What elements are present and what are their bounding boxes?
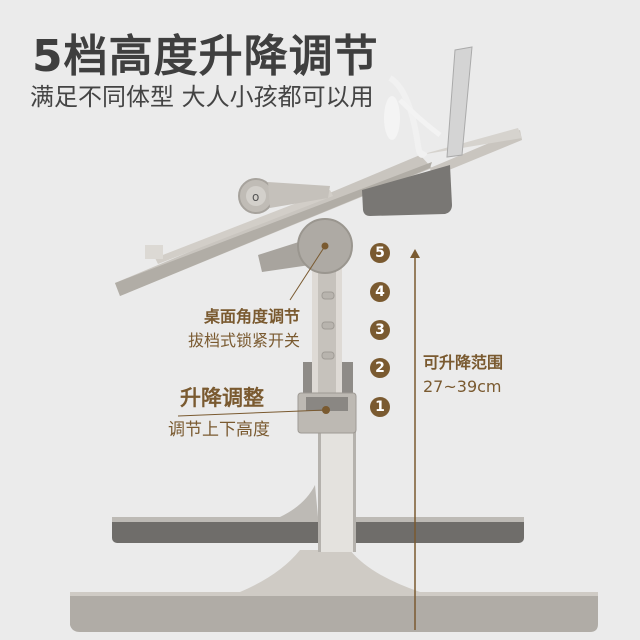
tablet-holder [446,46,473,158]
level-badge-2: 2 [370,358,390,378]
tilt-callout-title: 桌面角度调节 [203,307,300,326]
base-foot-front [70,592,598,632]
page-subtitle: 满足不同体型 大人小孩都可以用 [30,83,374,111]
level-badge-4: 4 [370,282,390,302]
range-callout-value: 27~39cm [423,377,502,396]
level-badge-5: 5 [370,243,390,263]
level-badge-1: 1 [370,397,390,417]
lower-post [318,432,356,552]
page-title: 5档高度升降调节 [32,31,379,82]
lift-callout-desc: 调节上下高度 [168,420,270,440]
tilt-callout-desc: 拔档式锁紧开关 [187,331,300,350]
drawer [362,165,452,216]
level-badge-3: 3 [370,320,390,340]
lift-callout-title: 升降调整 [180,386,264,410]
clip-fan [388,75,428,158]
svg-text:o: o [252,190,259,204]
range-callout-title: 可升降范围 [423,353,504,372]
